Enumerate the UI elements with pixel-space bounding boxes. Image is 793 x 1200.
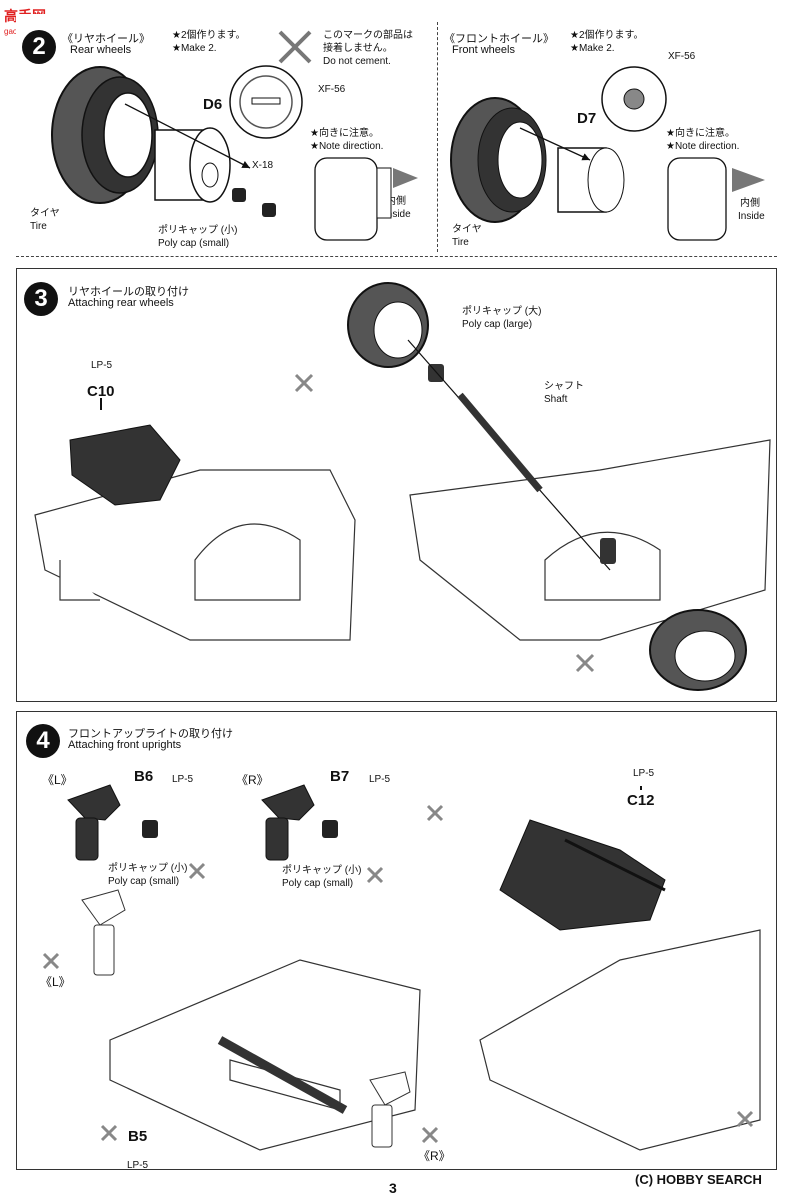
step2-number: 2 [22, 30, 56, 64]
rear-polycap-en: Poly cap (small) [158, 238, 230, 249]
rear-chassis-left-drawing [34, 469, 356, 641]
front-wheels-title-jp: 《フロントホイール》 [444, 33, 554, 45]
install-left-tag: 《L》 [40, 975, 71, 989]
step2-divider [437, 22, 438, 252]
b6-paint-lp5: LP-5 [172, 774, 194, 785]
step3-paint-lp5: LP-5 [91, 360, 113, 371]
part-d7: D7 [577, 110, 597, 127]
step3-polycap-en: Poly cap (large) [462, 319, 533, 330]
step3-title-jp: リヤホイールの取り付け [68, 286, 189, 298]
front-rim-drawing [557, 147, 625, 213]
upright-b7-drawing [261, 784, 315, 861]
part-b5: B5 [128, 1128, 148, 1145]
c10-tank-drawing [69, 424, 181, 506]
front-direction-en: ★Note direction. [666, 141, 740, 152]
front-direction-jp: ★向きに注意。 [666, 128, 735, 139]
install-right-tag: 《R》 [418, 1149, 451, 1163]
part-c10: C10 [87, 383, 115, 400]
front-make-en: ★Make 2. [570, 43, 615, 54]
step3-polycap-jp: ポリキャップ (大) [462, 306, 542, 317]
rear-rim-drawing [154, 127, 231, 203]
step3-shaft-jp: シャフト [544, 381, 584, 392]
front-tire-drawing [450, 97, 547, 223]
rear-wheels-title-en: Rear wheels [70, 44, 132, 56]
rear-inside-en: Inside [384, 209, 411, 220]
upright-right-tag: 《R》 [236, 773, 269, 787]
b6-polycap-en: Poly cap (small) [108, 876, 180, 887]
step4-title-en: Attaching front uprights [68, 739, 182, 751]
b7-polycap-en: Poly cap (small) [282, 878, 354, 889]
front-inside-jp: 内側 [740, 198, 760, 209]
b7-polycap-jp: ポリキャップ (小) [282, 865, 362, 876]
front-paint-xf56: XF-56 [668, 51, 696, 62]
front-inside-en: Inside [738, 211, 765, 222]
front-tire-jp: タイヤ [452, 224, 482, 235]
rear-wheels-title-jp: 《リヤホイール》 [62, 33, 150, 45]
rear-polycap-jp: ポリキャップ (小) [158, 225, 238, 236]
step3-number: 3 [24, 282, 58, 316]
c12-suspension-drawing [499, 819, 666, 931]
rear-direction-jp: ★向きに注意。 [310, 128, 379, 139]
hobby-search-brand: (C) HOBBY SEARCH [635, 1172, 762, 1187]
copyright-text: (C) HOBBY SEARCH [635, 1172, 762, 1187]
rear-wheel-top-drawing [347, 282, 429, 368]
part-d6: D6 [203, 96, 223, 113]
nocement-line1: このマークの部品は [323, 30, 413, 41]
rear-wheel-bottom-drawing [649, 609, 747, 691]
step4-title-jp: フロントアップライトの取り付け [68, 728, 233, 740]
nocement-line3: Do not cement. [323, 56, 391, 67]
rear-tire-jp: タイヤ [30, 208, 60, 219]
upright-right-white-drawing [369, 1071, 411, 1148]
front-wheels-title-en: Front wheels [452, 44, 515, 56]
upright-left-tag: 《L》 [42, 773, 73, 787]
rear-chassis-right-drawing [409, 439, 771, 641]
step4-number: 4 [26, 724, 60, 758]
b5-paint-lp5: LP-5 [127, 1160, 149, 1171]
nocement-line2: 接着しません。 [323, 43, 393, 54]
b6-polycap-jp: ポリキャップ (小) [108, 863, 188, 874]
page-number: 3 [389, 1180, 397, 1196]
part-b6: B6 [134, 768, 154, 785]
c12-paint-lp5: LP-5 [633, 768, 655, 779]
front-make-jp: ★2個作ります。 [570, 30, 644, 41]
part-c12: C12 [627, 792, 655, 809]
upright-b6-drawing [67, 784, 121, 861]
step3-title-en: Attaching rear wheels [68, 297, 174, 309]
rear-make-en: ★Make 2. [172, 43, 217, 54]
front-chassis-right-drawing [479, 929, 761, 1151]
part-b7: B7 [330, 768, 350, 785]
no-cement-icon [278, 30, 312, 64]
rear-make-jp: ★2個作ります。 [172, 30, 246, 41]
step3-shaft-en: Shaft [544, 394, 568, 405]
rear-tire-drawing [51, 66, 159, 204]
b7-paint-lp5: LP-5 [369, 774, 391, 785]
rear-paint-x18: X-18 [252, 160, 274, 171]
upright-left-white-drawing [81, 889, 126, 976]
front-tire-en: Tire [452, 237, 469, 248]
rear-tire-en: Tire [30, 221, 47, 232]
rear-paint-xf56: XF-56 [318, 84, 346, 95]
rear-direction-en: ★Note direction. [310, 141, 384, 152]
rear-inside-jp: 内側 [386, 196, 406, 207]
